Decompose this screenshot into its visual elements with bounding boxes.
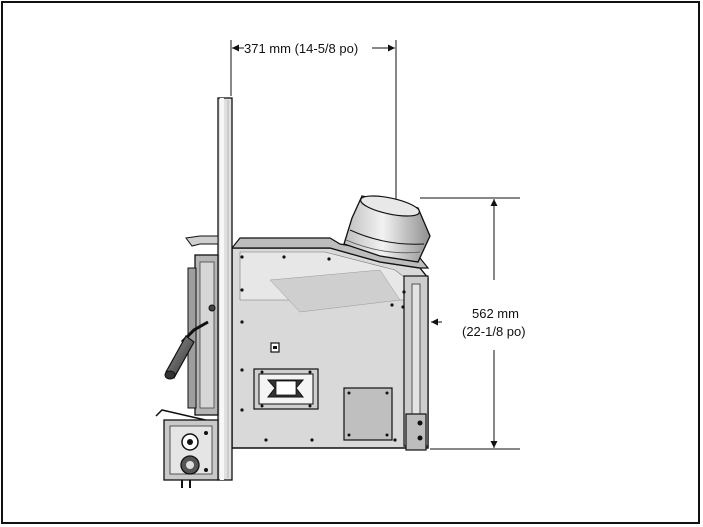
rear-access-panel <box>343 387 393 441</box>
top-plate <box>230 237 430 269</box>
height-dimension-label-line2: (22-1/8 po) <box>462 324 526 339</box>
front-frame-inner <box>411 283 421 435</box>
control-box <box>155 409 219 488</box>
stove-door <box>185 235 219 416</box>
front-foot-bolt-bottom <box>417 435 423 441</box>
front-foot <box>405 413 427 451</box>
flue-pipe-opening <box>360 195 420 217</box>
height-dimension: 562 mm (22-1/8 po) <box>420 197 526 450</box>
flue-collar <box>343 195 431 263</box>
height-dimension-label-line1: 562 mm <box>472 306 519 321</box>
air-intake-slider <box>253 368 319 410</box>
inner-slope <box>269 269 401 313</box>
door-handle <box>164 320 209 380</box>
rear-plate <box>217 97 233 481</box>
front-foot-bolt-top <box>417 420 423 426</box>
flue-pipe-band <box>349 229 425 245</box>
width-dimension: 371 mm (14-5/8 po) <box>230 40 397 200</box>
width-dimension-label: 371 mm (14-5/8 po) <box>244 41 358 56</box>
stove-body <box>230 237 430 451</box>
panel-rivets <box>240 255 406 442</box>
